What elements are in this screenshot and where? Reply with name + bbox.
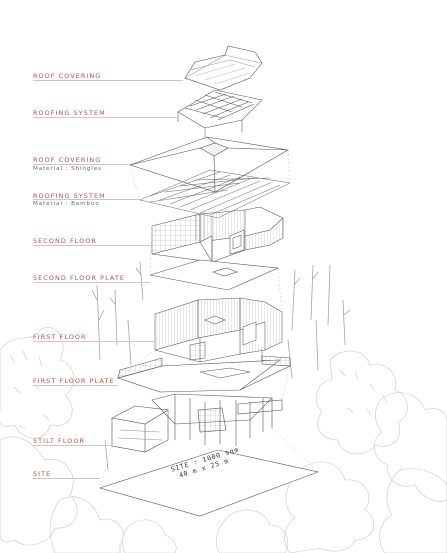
label-second-floor: SECOND FLOOR <box>33 237 98 245</box>
leader-roofing-system-top <box>33 117 178 118</box>
site-plane <box>98 449 320 517</box>
label-first-floor-plate: FIRST FLOOR PLATE <box>33 377 115 385</box>
label-roof-covering-top: ROOF COVERING <box>33 72 102 80</box>
label-site: SITE <box>33 470 52 478</box>
alignment-guides <box>99 128 319 489</box>
label-roofing-system-top: ROOFING SYSTEM <box>33 109 106 117</box>
label-first-floor: FIRST FLOOR <box>33 333 87 341</box>
leader-roofing-system <box>33 199 140 200</box>
leader-site <box>33 478 100 479</box>
first-floor <box>154 297 283 363</box>
roof-covering-shingles <box>129 136 289 193</box>
label-roofing-system-material: Material : Bamboo <box>33 201 100 207</box>
label-stilt-floor: STILT FLOOR <box>33 437 86 445</box>
label-roofing-system: ROOFING SYSTEM <box>33 192 106 200</box>
label-second-floor-plate: SECOND FLOOR PLATE <box>33 274 126 282</box>
leader-roof-covering <box>33 164 130 165</box>
first-floor-plate <box>116 355 291 393</box>
leader-first-floor <box>33 341 155 342</box>
leader-roof-covering-top <box>33 80 183 81</box>
roof-covering-top <box>184 45 263 91</box>
label-roof-covering-material: Material : Shingles <box>33 166 102 172</box>
leader-second-floor-plate <box>33 282 150 283</box>
roofing-system-top <box>177 89 263 140</box>
leader-first-floor-plate <box>33 385 118 386</box>
second-floor <box>151 206 284 263</box>
label-roof-covering: ROOF COVERING <box>33 156 102 164</box>
leader-stilt-floor <box>33 445 112 446</box>
stilt-floor <box>111 393 283 453</box>
background-trees <box>0 327 447 553</box>
leader-second-floor <box>33 245 152 246</box>
second-floor-plate <box>149 259 280 291</box>
